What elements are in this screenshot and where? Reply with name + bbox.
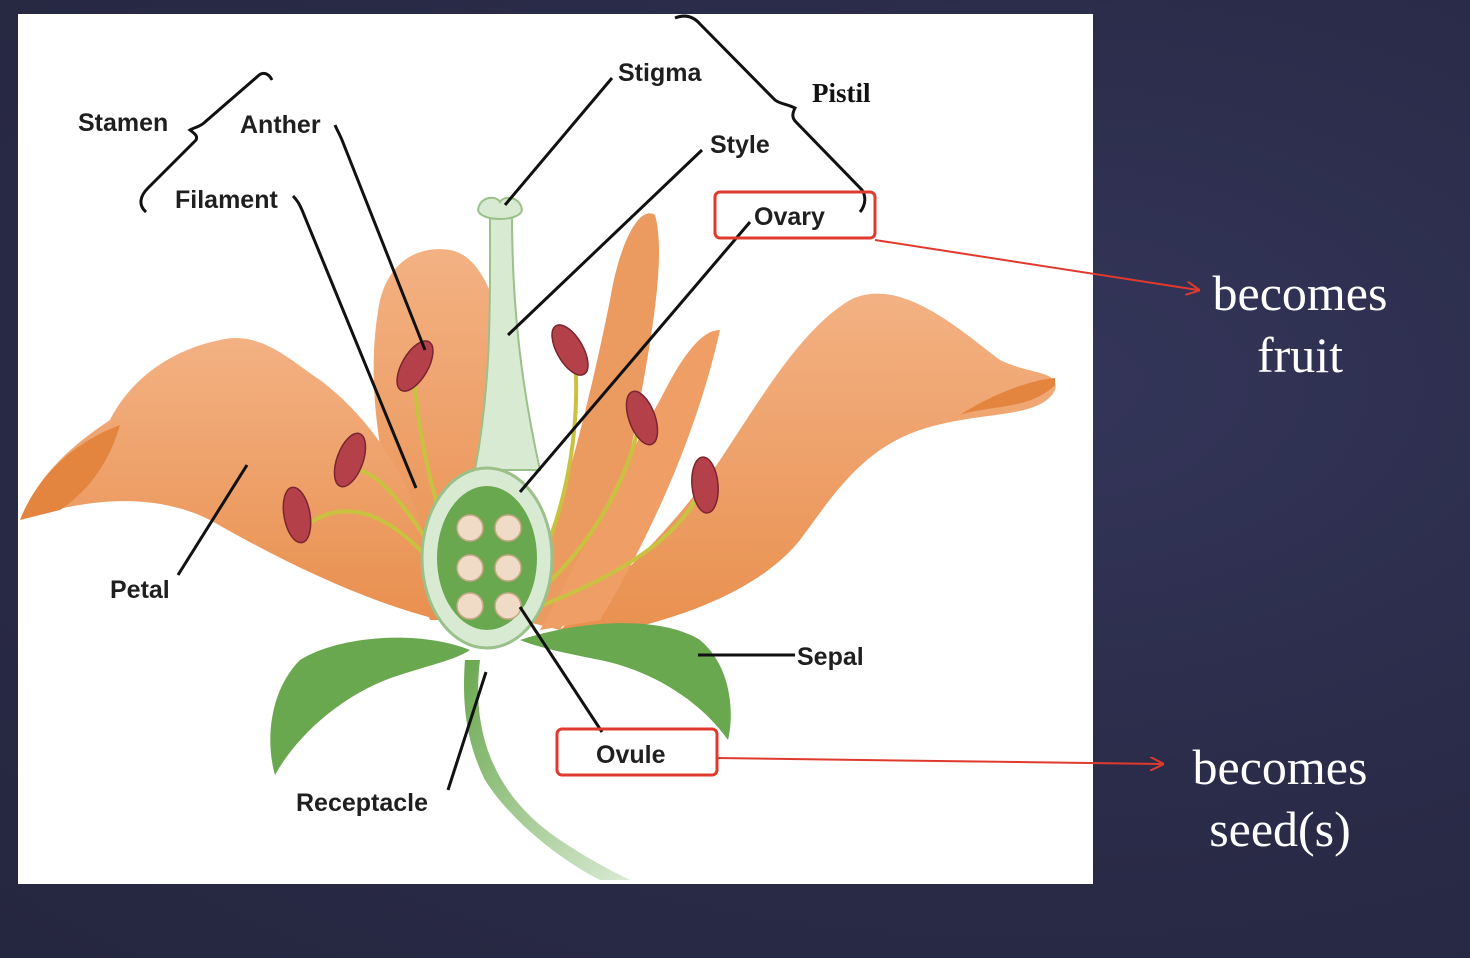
stem (464, 660, 630, 880)
annotation-seeds-line2: seed(s) (1209, 801, 1351, 857)
arrow-ovary-to-fruit (874, 239, 1198, 290)
label-filament: Filament (175, 186, 278, 214)
petal-right (560, 293, 1056, 635)
leader-lines (176, 77, 795, 791)
petal-right-fold (960, 378, 1055, 415)
annotation-fruit: becomes fruit (1190, 262, 1410, 386)
label-ovary: Ovary (754, 203, 825, 231)
label-receptacle: Receptacle (296, 789, 428, 817)
sepal-right (520, 623, 731, 740)
label-pistil: Pistil (812, 78, 871, 108)
petal-left-fold (20, 425, 120, 520)
stamen-brace (139, 71, 274, 214)
pistil-brace (674, 14, 867, 213)
label-stigma: Stigma (618, 59, 702, 87)
label-anther: Anther (240, 111, 321, 139)
arrow-ovule-to-seeds (716, 758, 1162, 764)
anthers (282, 324, 719, 544)
petal-left (20, 338, 440, 620)
ovary-highlight-box (713, 190, 877, 240)
annotation-fruit-line2: fruit (1256, 327, 1344, 383)
label-ovule: Ovule (596, 741, 666, 769)
ovule-highlight-box (555, 727, 719, 777)
label-stamen: Stamen (78, 109, 168, 137)
label-style: Style (710, 131, 770, 159)
annotation-seeds-line1: becomes (1192, 739, 1368, 795)
label-sepal: Sepal (797, 643, 864, 671)
label-petal: Petal (110, 576, 170, 604)
ovules (456, 514, 522, 620)
annotation-fruit-line1: becomes (1212, 265, 1388, 321)
petal-mid-right (540, 330, 720, 630)
sepal-left (270, 637, 470, 775)
annotation-seeds: becomes seed(s) (1168, 736, 1392, 860)
stigma (476, 196, 524, 220)
